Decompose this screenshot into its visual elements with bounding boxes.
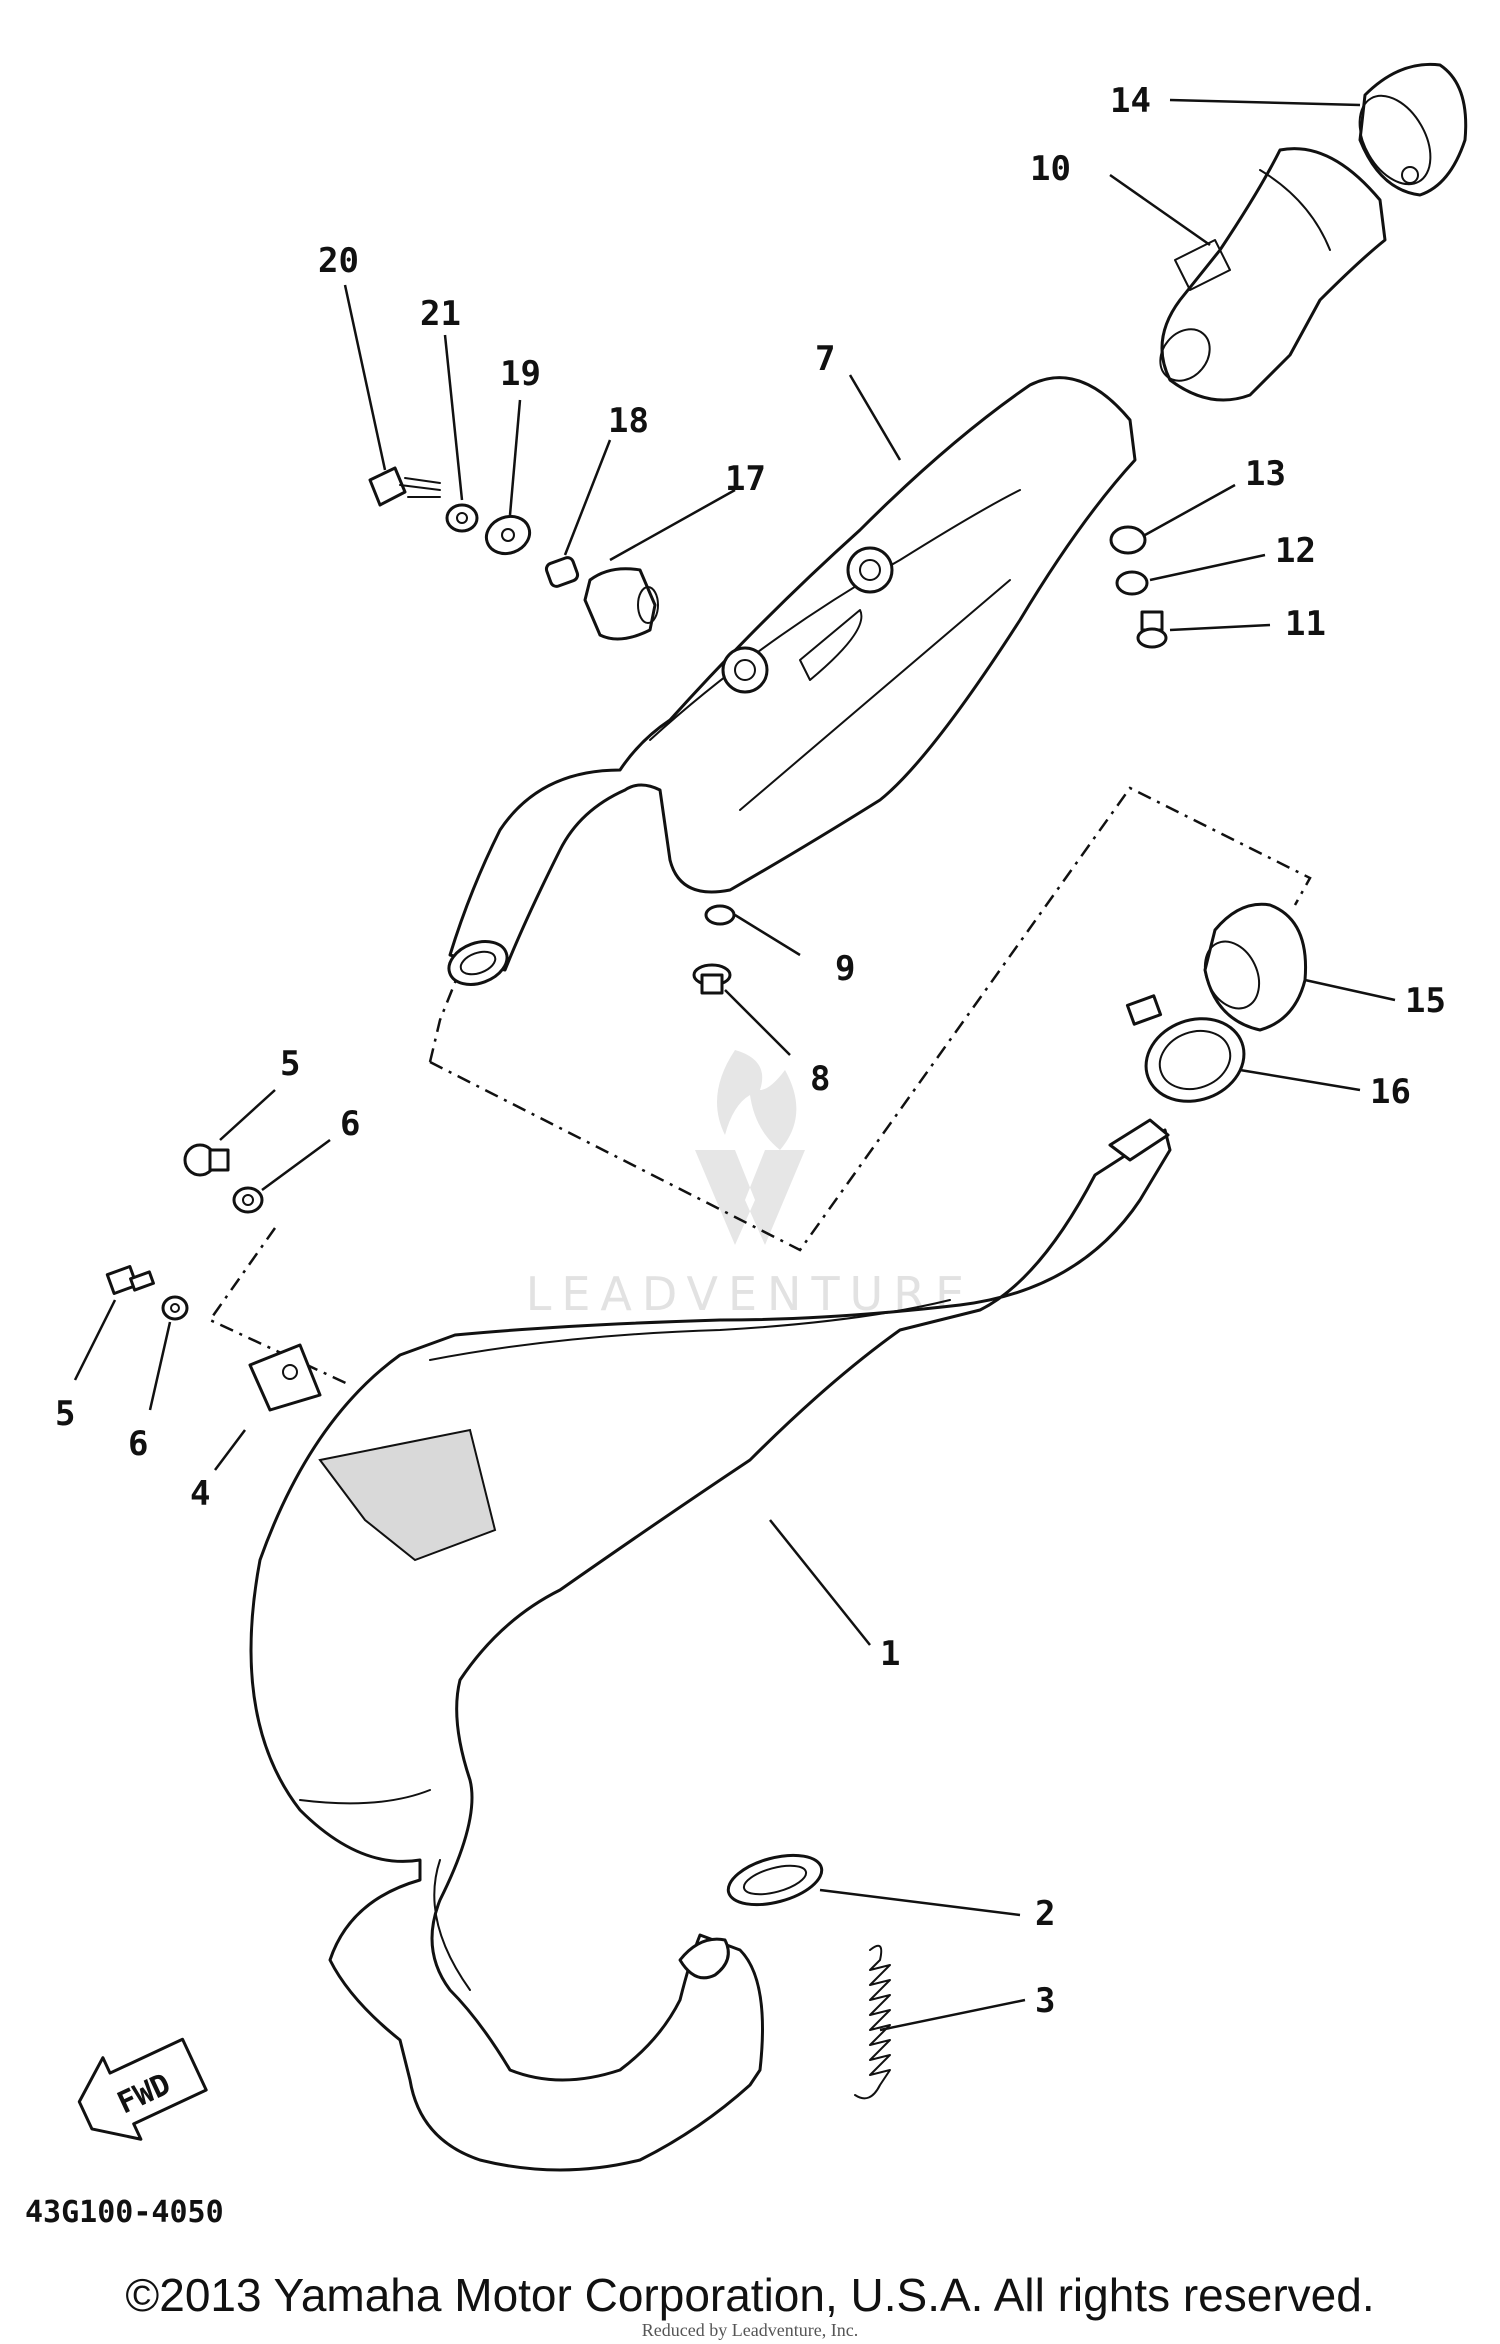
callout-19: 19 bbox=[500, 354, 541, 394]
leader-20 bbox=[343, 284, 387, 471]
callout-1: 1 bbox=[880, 1634, 900, 1674]
callout-8: 8 bbox=[810, 1059, 830, 1099]
leader-5b bbox=[73, 1299, 117, 1381]
washer-upper bbox=[232, 1186, 264, 1214]
leader-11 bbox=[1169, 623, 1271, 632]
callout-5a: 5 bbox=[280, 1044, 300, 1084]
callout-15: 15 bbox=[1405, 981, 1446, 1021]
rubber-damper bbox=[583, 567, 659, 641]
washer-12 bbox=[1115, 570, 1149, 596]
callout-20: 20 bbox=[318, 241, 359, 281]
callout-18: 18 bbox=[608, 401, 649, 441]
callout-6b: 6 bbox=[128, 1424, 148, 1464]
washer-9 bbox=[704, 904, 736, 926]
fwd-arrow bbox=[77, 2037, 208, 2141]
callout-16: 16 bbox=[1370, 1072, 1411, 1112]
silencer bbox=[447, 376, 1137, 986]
leader-19 bbox=[508, 399, 522, 516]
leader-7 bbox=[848, 374, 902, 461]
bolt-lower bbox=[105, 1264, 155, 1296]
callout-21: 21 bbox=[420, 294, 461, 334]
leader-3 bbox=[879, 1998, 1026, 2032]
callout-7: 7 bbox=[815, 339, 835, 379]
callout-5b: 5 bbox=[55, 1394, 75, 1434]
leader-8 bbox=[724, 989, 791, 1056]
leader-12 bbox=[1149, 553, 1266, 582]
callout-4: 4 bbox=[190, 1474, 210, 1514]
clamp-16 bbox=[1125, 994, 1246, 1103]
diagram-code: 43G100-4050 bbox=[25, 2195, 224, 2230]
credit-notice: Reduced by Leadventure, Inc. bbox=[641, 2320, 859, 2340]
callout-6a: 6 bbox=[340, 1104, 360, 1144]
leader-6b bbox=[148, 1321, 172, 1411]
callout-13: 13 bbox=[1245, 454, 1286, 494]
bolt-11 bbox=[1136, 610, 1168, 649]
callout-14: 14 bbox=[1110, 81, 1151, 121]
bolt-upper bbox=[183, 1143, 230, 1177]
copyright-notice: ©2013 Yamaha Motor Corporation, U.S.A. A… bbox=[125, 2269, 1375, 2321]
nut-13 bbox=[1109, 525, 1147, 555]
callout-12: 12 bbox=[1275, 531, 1316, 571]
leader-13 bbox=[1144, 483, 1236, 537]
leader-6a bbox=[261, 1138, 331, 1192]
callout-9: 9 bbox=[835, 949, 855, 989]
joint-15 bbox=[1203, 902, 1308, 1032]
leader-21 bbox=[443, 334, 464, 501]
leader-4 bbox=[214, 1429, 246, 1471]
expansion-chamber bbox=[249, 1118, 1172, 2172]
callout-17: 17 bbox=[725, 459, 766, 499]
leader-18 bbox=[563, 439, 612, 556]
leader-1 bbox=[769, 1519, 871, 1646]
callout-11: 11 bbox=[1285, 604, 1326, 644]
tailpipe bbox=[1159, 147, 1387, 402]
gasket-ring bbox=[726, 1853, 824, 1907]
spring bbox=[854, 1944, 891, 2100]
callout-3: 3 bbox=[1035, 1981, 1055, 2021]
bolt-8 bbox=[692, 963, 732, 995]
leader-15 bbox=[1304, 978, 1396, 1002]
collar bbox=[544, 556, 580, 588]
watermark-logo bbox=[695, 1050, 805, 1245]
lock-washer bbox=[445, 503, 479, 533]
washer-lower bbox=[161, 1295, 189, 1321]
leader-17 bbox=[609, 488, 736, 562]
leader-2 bbox=[819, 1888, 1021, 1917]
plate-washer bbox=[484, 514, 532, 556]
end-cap bbox=[1358, 62, 1468, 197]
callout-2: 2 bbox=[1035, 1894, 1055, 1934]
callout-10: 10 bbox=[1030, 149, 1071, 189]
leader-9 bbox=[734, 913, 801, 957]
leader-10 bbox=[1109, 173, 1211, 247]
leader-14 bbox=[1169, 98, 1361, 107]
bracket bbox=[248, 1343, 322, 1412]
leader-16 bbox=[1239, 1068, 1361, 1092]
bolt-20 bbox=[368, 466, 441, 507]
leader-5a bbox=[219, 1089, 276, 1141]
